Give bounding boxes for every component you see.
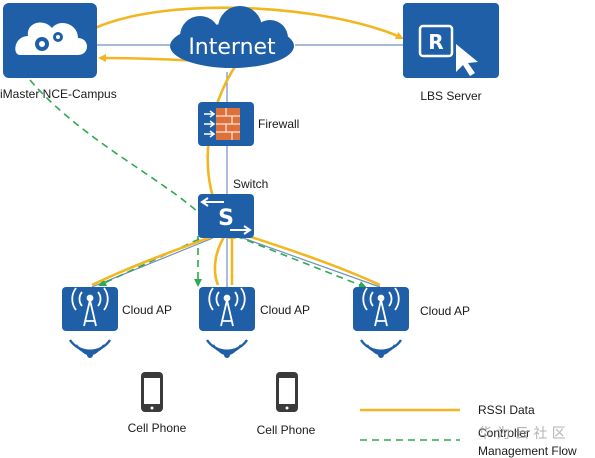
legend-mgmt-label-line2: Management Flow — [478, 444, 577, 458]
firewall-node[interactable]: Firewall — [198, 102, 299, 146]
switch-label: Switch — [233, 177, 268, 191]
radio-wave-icon — [360, 339, 402, 358]
mgmt-arrow-ap-right — [235, 235, 367, 289]
cloud-gears-icon — [15, 22, 87, 56]
nce-campus-label: iMaster NCE-Campus — [0, 87, 117, 101]
server-cursor-icon: R — [418, 24, 478, 76]
legend: RSSI Data Controller Management Flow — [360, 403, 577, 458]
watermark: 华 为 云 社 区 — [478, 426, 566, 442]
legend-rssi-label: RSSI Data — [478, 403, 535, 417]
wifi-ap-icon — [208, 287, 246, 327]
switch-node[interactable]: Switch S — [198, 177, 268, 238]
radio-wave-icon — [69, 339, 111, 358]
cell-phone-right-node[interactable]: Cell Phone — [257, 372, 316, 437]
cloud-ap-left-node[interactable]: Cloud AP — [62, 287, 172, 331]
cell-phone-left-label: Cell Phone — [128, 421, 187, 435]
rssi-ap-right-switch — [234, 230, 381, 287]
cloud-ap-center-node[interactable]: Cloud AP — [199, 287, 310, 331]
firewall-label: Firewall — [258, 117, 299, 131]
link-switch-ap-right — [242, 237, 381, 288]
switch-icon: S — [200, 197, 252, 235]
radio-wave-icons — [69, 339, 402, 358]
cell-phone-left-node[interactable]: Cell Phone — [128, 372, 187, 435]
cell-phone-icon — [141, 372, 163, 412]
wifi-ap-icon — [71, 287, 109, 327]
cloud-icon — [170, 6, 294, 68]
internet-label: Internet — [188, 35, 276, 60]
management-flow — [29, 79, 367, 289]
svg-text:S: S — [218, 206, 234, 231]
nce-campus-node[interactable]: iMaster NCE-Campus — [0, 3, 117, 101]
internet-node: Internet — [170, 6, 294, 68]
rssi-ap-center-switch-2 — [213, 233, 228, 286]
firewall-icon — [204, 108, 240, 140]
wifi-ap-icon — [362, 287, 400, 327]
cloud-ap-center-label: Cloud AP — [260, 303, 310, 317]
link-switch-ap-left — [91, 237, 214, 288]
radio-wave-icon — [206, 339, 248, 358]
mgmt-path-nce-switch — [29, 79, 223, 239]
physical-links — [91, 44, 403, 288]
legend-mgmt-label-line1: Controller — [478, 426, 530, 440]
cloud-ap-right-label: Cloud AP — [420, 304, 470, 318]
cloud-ap-right-node[interactable]: Cloud AP — [353, 287, 470, 331]
cell-phone-right-label: Cell Phone — [257, 423, 316, 437]
svg-text:R: R — [428, 30, 443, 54]
lbs-server-label: LBS Server — [420, 89, 481, 103]
cloud-ap-left-label: Cloud AP — [122, 303, 172, 317]
lbs-server-node[interactable]: R LBS Server — [403, 3, 499, 103]
cell-phone-icon — [276, 372, 298, 412]
